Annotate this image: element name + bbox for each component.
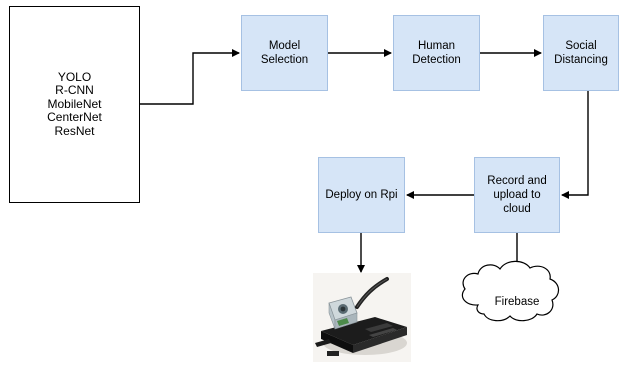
record-upload-line-2: upload to xyxy=(493,189,541,201)
record-upload-step: Record and upload to cloud xyxy=(474,157,560,233)
firebase-cloud-icon xyxy=(461,260,560,322)
human-detection-line-2: Detection xyxy=(412,54,461,66)
social-distancing-step: Social Distancing xyxy=(543,15,619,91)
arrow-models-to-selection xyxy=(140,49,240,105)
social-distancing-line-2: Distancing xyxy=(554,54,608,66)
model-option-centernet: CenterNet xyxy=(47,110,102,125)
human-detection-line-1: Human xyxy=(417,40,456,52)
model-selection-step: Model Selection xyxy=(241,15,328,91)
model-selection-line-2: Selection xyxy=(260,54,309,66)
record-upload-line-3: cloud xyxy=(503,203,531,215)
deploy-rpi-step: Deploy on Rpi xyxy=(318,157,405,233)
model-selection-line-1: Model xyxy=(268,40,301,52)
firebase-label: Firebase xyxy=(494,296,540,308)
human-detection-step: Human Detection xyxy=(393,15,480,91)
social-distancing-line-1: Social xyxy=(565,40,597,52)
model-option-resnet: ResNet xyxy=(54,123,95,138)
record-upload-line-1: Record and xyxy=(487,175,547,187)
deploy-rpi-label: Deploy on Rpi xyxy=(325,189,398,201)
model-option-mobilenet: MobileNet xyxy=(47,96,102,111)
model-option-rcnn: R-CNN xyxy=(55,83,94,98)
model-options-box: YOLO R-CNN MobileNet CenterNet ResNet xyxy=(9,6,140,203)
raspberry-pi-device-image xyxy=(313,273,411,362)
model-option-yolo: YOLO xyxy=(57,69,92,84)
arrow-distancing-to-record xyxy=(561,91,589,199)
